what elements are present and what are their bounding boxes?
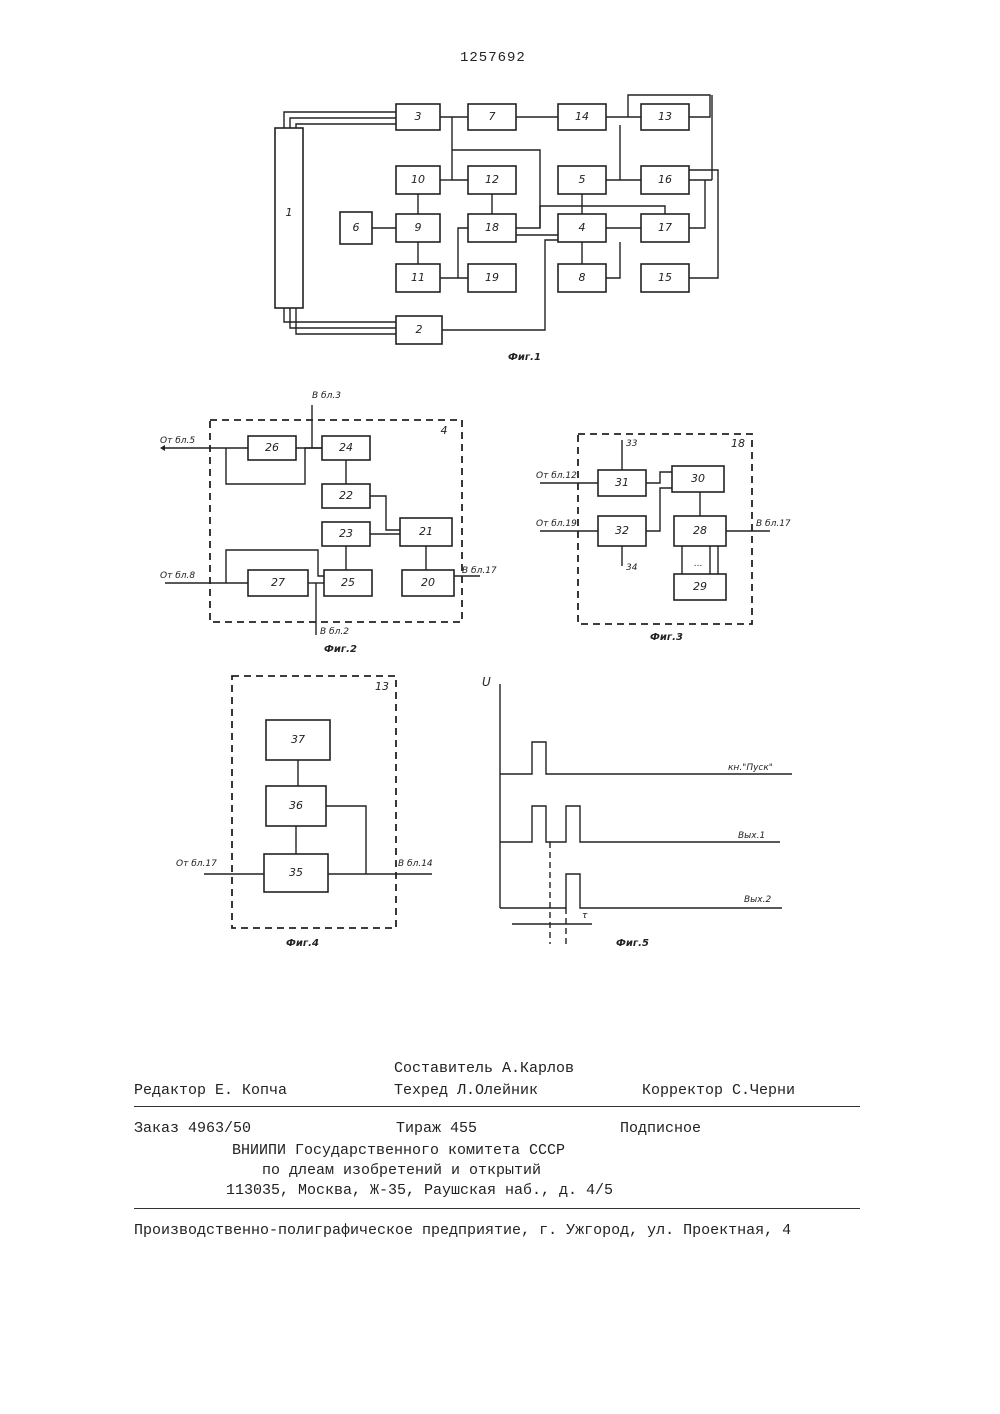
fig3-dots: ...	[694, 559, 703, 569]
imprint-techred: Техред Л.Олейник	[394, 1082, 538, 1099]
fig2-frame-number: 4	[441, 424, 448, 437]
fig2-label-25: 25	[341, 576, 355, 589]
fig4-diagram: 13 37 36 35 От бл.17 В бл.14 Фиг.4	[176, 676, 433, 949]
imprint-divider-2	[134, 1208, 860, 1209]
fig1-label-9: 9	[415, 221, 422, 234]
fig3-in-bottom-label: От бл.19	[536, 519, 577, 529]
fig1-label-5: 5	[579, 173, 586, 186]
drawings: 1 3 7 14 13 10 12 5 16	[0, 0, 1000, 1000]
imprint-org1: ВНИИПИ Государственного комитета СССР	[232, 1142, 565, 1159]
fig1-label-15: 15	[658, 271, 672, 284]
fig2-label-20: 20	[421, 576, 435, 589]
fig4-out-label: В бл.14	[398, 859, 433, 869]
imprint-subscription: Подписное	[620, 1120, 701, 1137]
fig2-diagram: 4 26 24 22 23 21 27 25 20	[160, 391, 497, 655]
fig3-label-31: 31	[615, 476, 629, 489]
fig2-out-right-label: В бл.17	[462, 566, 497, 576]
fig1-diagram: 1 3 7 14 13 10 12 5 16	[275, 95, 718, 363]
fig1-label-7: 7	[489, 110, 496, 123]
fig1-label-1: 1	[286, 206, 293, 219]
fig1-label-19: 19	[485, 271, 499, 284]
fig2-in-bottom-label: От бл.8	[160, 571, 195, 581]
fig3-connections	[540, 440, 770, 574]
fig3-in-top-label: От бл.12	[536, 471, 577, 481]
fig5-label-start: кн."Пуск"	[728, 763, 773, 773]
fig2-in-top-label: От бл.5	[160, 436, 195, 446]
imprint-order: Заказ 4963/50	[134, 1120, 251, 1137]
fig5-tau: τ	[582, 911, 588, 921]
fig3-terminal-33: 33	[626, 439, 638, 449]
imprint-corrector: Корректор С.Черни	[642, 1082, 795, 1099]
imprint-org2: по длеам изобретений и открытий	[262, 1162, 541, 1179]
fig4-label-37: 37	[291, 733, 305, 746]
fig1-label-13: 13	[658, 110, 672, 123]
fig5-timing-diagram: U кн."Пуск" Вых.1 Вых.2 τ Фиг.5	[482, 675, 792, 949]
fig5-caption: Фиг.5	[616, 938, 649, 949]
fig1-label-10: 10	[411, 173, 425, 186]
fig5-trace-out2	[500, 874, 782, 908]
fig3-label-32: 32	[615, 524, 629, 537]
fig1-label-12: 12	[485, 173, 499, 186]
fig2-out-bottom-label: В бл.2	[320, 627, 349, 637]
fig1-label-18: 18	[485, 221, 499, 234]
fig4-label-35: 35	[289, 866, 303, 879]
imprint-printer: Производственно-полиграфическое предприя…	[134, 1222, 791, 1239]
fig4-caption: Фиг.4	[286, 938, 319, 949]
fig1-label-14: 14	[575, 110, 589, 123]
fig2-caption: Фиг.2	[324, 644, 357, 655]
imprint-address: 113035, Москва, Ж-35, Раушская наб., д. …	[226, 1182, 613, 1199]
fig3-frame-number: 18	[731, 437, 745, 450]
fig3-terminal-34: 34	[626, 563, 638, 573]
fig5-label-out1: Вых.1	[738, 831, 765, 841]
fig2-label-24: 24	[339, 441, 353, 454]
fig1-label-8: 8	[579, 271, 586, 284]
fig1-label-4: 4	[579, 221, 586, 234]
fig4-frame-number: 13	[375, 680, 389, 693]
fig5-label-out2: Вых.2	[744, 895, 771, 905]
fig3-out-right-label: В бл.17	[756, 519, 791, 529]
fig3-diagram: 18 31 30 32 28 29	[536, 434, 791, 643]
fig4-label-36: 36	[289, 799, 303, 812]
fig3-caption: Фиг.3	[650, 632, 683, 643]
fig1-label-11: 11	[411, 271, 425, 284]
fig1-label-6: 6	[353, 221, 360, 234]
fig3-label-29: 29	[693, 580, 707, 593]
fig2-label-22: 22	[339, 489, 353, 502]
fig3-label-28: 28	[693, 524, 707, 537]
fig2-label-27: 27	[271, 576, 285, 589]
imprint-compiler: Составитель А.Карлов	[394, 1060, 574, 1077]
fig5-axis-label: U	[482, 675, 491, 689]
fig2-out-top-label: В бл.3	[312, 391, 341, 401]
fig1-label-16: 16	[658, 173, 672, 186]
fig3-label-30: 30	[691, 472, 705, 485]
imprint-divider-1	[134, 1106, 860, 1107]
fig2-label-26: 26	[265, 441, 279, 454]
fig1-caption: Фиг.1	[508, 352, 541, 363]
fig2-label-23: 23	[339, 527, 353, 540]
fig4-in-label: От бл.17	[176, 859, 217, 869]
imprint-editor: Редактор Е. Копча	[134, 1082, 287, 1099]
imprint-circulation: Тираж 455	[396, 1120, 477, 1137]
fig1-label-17: 17	[658, 221, 672, 234]
fig2-label-21: 21	[419, 525, 433, 538]
fig1-label-3: 3	[415, 110, 422, 123]
fig1-label-2: 2	[416, 323, 423, 336]
